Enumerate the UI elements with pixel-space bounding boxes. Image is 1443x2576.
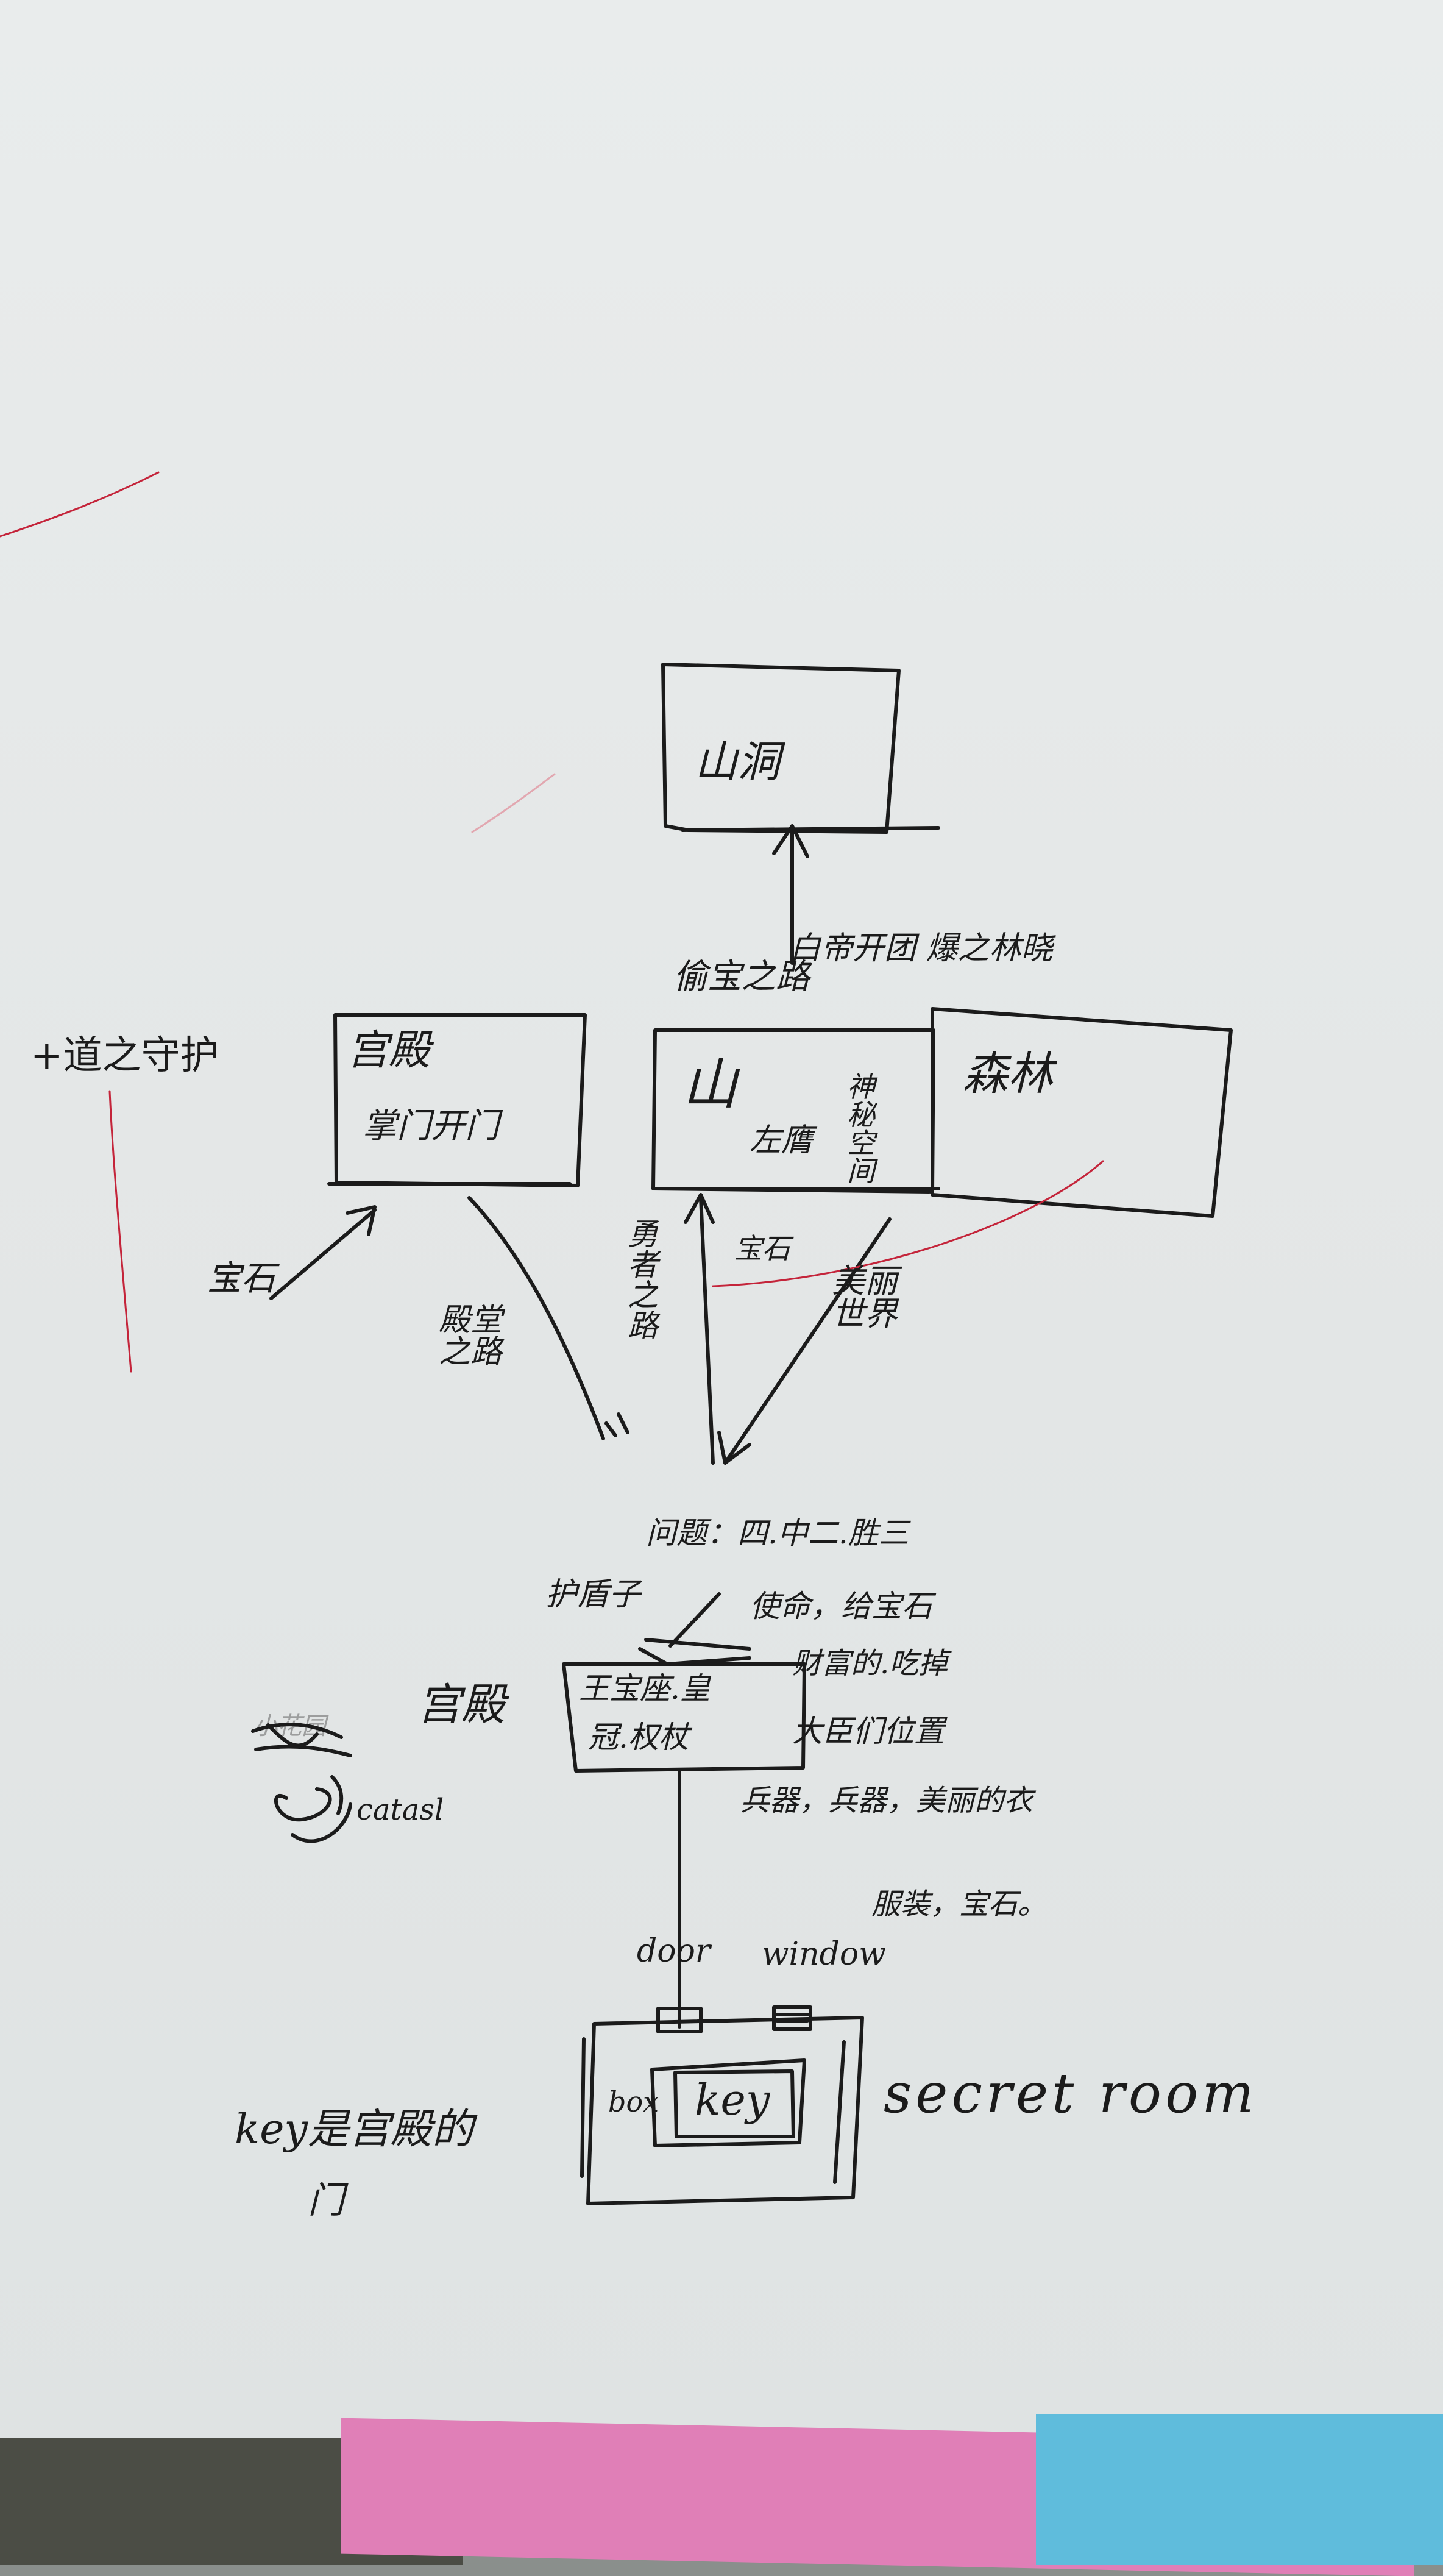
- note-treasure-left: 宝石: [207, 1259, 275, 1298]
- note-path-top-right: 白帝开团 爆之林晓: [789, 930, 1053, 967]
- note-weapons: 兵器，兵器，美丽的衣: [740, 1784, 1034, 1818]
- note-path-mid: 勇者之路: [628, 1217, 658, 1343]
- scribble-palace: [251, 1723, 352, 1757]
- box-label: box: [608, 2085, 659, 2118]
- throne-sub-label: 冠.权杖: [588, 1720, 689, 1755]
- note-mission: 使命，给宝石: [750, 1589, 932, 1624]
- note-palace-mid: 宫殿: [417, 1679, 506, 1730]
- note-reward: 财富的.吃掉: [792, 1646, 948, 1681]
- note-path-left: 殿堂之路: [439, 1302, 503, 1370]
- key-label: key: [695, 2075, 770, 2125]
- box-container: [650, 2058, 806, 2147]
- paper-sheet: [0, 0, 1443, 2450]
- note-key-door: 门: [308, 2179, 344, 2222]
- scribble-catasl: [274, 1787, 352, 1843]
- palace-left-label: 宫殿: [347, 1026, 431, 1075]
- mountain-label: 山: [682, 1053, 737, 1117]
- path-forest: [717, 1217, 892, 1465]
- forest-label: 森林: [963, 1048, 1053, 1100]
- red-mark-left: [108, 1090, 132, 1373]
- note-gem-mid: 宝石: [734, 1232, 790, 1265]
- blue-folder: [1036, 2414, 1443, 2565]
- note-shield: 护盾子: [545, 1576, 641, 1613]
- palace-box: [333, 1013, 587, 1187]
- throne-label: 王宝座.皇: [579, 1671, 711, 1706]
- throne-box: [562, 1662, 806, 1773]
- arrow-to-palace: [269, 1205, 377, 1300]
- window-shape: [772, 2005, 812, 2031]
- note-question: 问题：四.中二.胜三: [646, 1515, 909, 1551]
- note-door: door: [637, 1933, 711, 1969]
- note-guide: +道之守护: [30, 1033, 219, 1078]
- arrow-to-cave: [772, 824, 809, 965]
- red-mark-top: [0, 471, 160, 538]
- path-mountain: [684, 1193, 715, 1465]
- path-palace: [467, 1196, 605, 1440]
- note-cliff: 左膺: [750, 1122, 814, 1159]
- note-world: 美丽世界: [832, 1262, 898, 1333]
- note-catasl: catasl: [356, 1793, 444, 1827]
- door-shape: [656, 2007, 703, 2033]
- note-window: window: [762, 1936, 886, 1973]
- note-officials: 大臣们位置: [792, 1713, 945, 1749]
- palace-left-sub-label: 掌门开门: [363, 1106, 499, 1146]
- cave-label: 山洞: [695, 737, 780, 787]
- note-secret-room: secret room: [884, 2062, 1258, 2126]
- note-scribble-top: 小花园: [253, 1712, 326, 1740]
- forest-box: [931, 1007, 1233, 1218]
- red-mark-faint: [471, 773, 556, 833]
- note-path-top: 偷宝之路: [673, 957, 810, 997]
- note-side-right: 神秘空间: [847, 1070, 875, 1187]
- note-clothes: 服装，宝石。: [871, 1887, 1048, 1921]
- note-key-belongs: key是宫殿的: [235, 2105, 473, 2154]
- red-mark-forest: [712, 1160, 1104, 1287]
